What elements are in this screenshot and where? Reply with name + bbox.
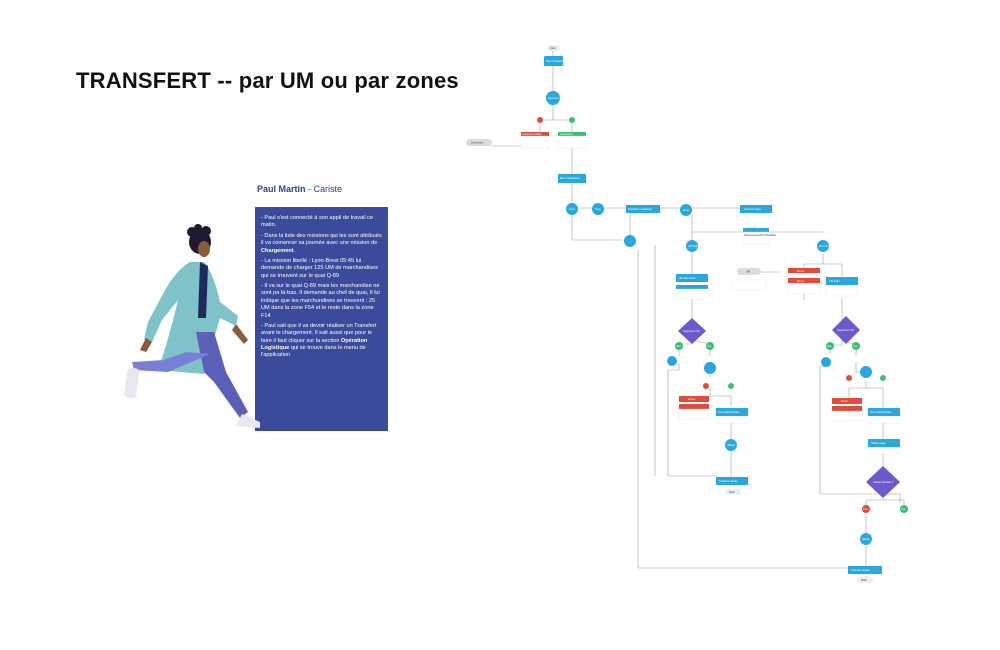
story-paragraph: - Paul sait que il va devoir réaliser un… <box>261 322 377 359</box>
flow-decision-label: Supprimer UM <box>837 328 854 332</box>
flow-node-label: Connexion failed <box>522 132 542 136</box>
flow-node-label: Valider page <box>871 441 886 445</box>
flow-node-label: Scan <box>569 207 575 211</box>
flow-decision-label: Supprimer UM <box>683 329 700 333</box>
flow-node-label: Valider <box>862 537 870 541</box>
flow-node-label: Connexion <box>560 132 573 136</box>
flow-node-label: Opération Logistique <box>628 207 652 211</box>
flow-node-label: Connexion <box>548 96 561 100</box>
flow-node-label: Non <box>863 507 868 511</box>
story-paragraph: - Dans la liste des missions qui les son… <box>261 232 382 254</box>
story-paragraph: - Paul s'est connecté à son appli de tra… <box>261 215 374 229</box>
flow-node-label: Oui <box>707 344 711 348</box>
flow-node-label: Oui <box>853 344 857 348</box>
flow-start-label: Start <box>550 46 556 50</box>
flow-node-label: UM Scan <box>688 244 699 248</box>
walking-person-illustration <box>124 224 260 428</box>
flow-node-label: UM Scan <box>829 279 840 283</box>
flow-pill-label: Connexion <box>471 141 484 145</box>
story-paragraph: - Il va sur le quai Q-89 mais les marcha… <box>261 283 380 319</box>
page-title: TRANSFERT -- par UM ou par zones <box>76 68 459 93</box>
flow-node-label: Zone sélectionnée <box>870 410 892 414</box>
flow-node-label: Erreur <box>797 269 804 273</box>
flow-node-label: Zone <box>683 208 689 212</box>
persona-sep: - <box>305 184 314 194</box>
flow-node-label: Erreur <box>841 399 848 403</box>
flow-node-label: Oui <box>901 507 905 511</box>
flow-node-label: Erreur <box>797 279 804 283</box>
flow-node-label: Zone Scan <box>819 244 832 248</box>
flow-end-label: Start <box>861 578 867 582</box>
flow-node-label: Erreur <box>688 397 695 401</box>
persona-header: Paul Martin - Cariste <box>257 184 342 194</box>
persona-name: Paul Martin <box>257 184 306 194</box>
flow-node-label: Identifier Zone <box>679 276 696 280</box>
persona-story-card: - Paul s'est connecté à son appli de tra… <box>255 207 388 431</box>
flow-shapes: Start Start Transaction Connexion Connex… <box>466 45 908 583</box>
story-paragraph: - La mission libellé : Lyon-Brest 05:45 … <box>261 257 378 279</box>
persona-role: Cariste <box>313 184 343 194</box>
flow-end-label: Start <box>729 490 735 494</box>
flow-node-label: Start Transaction <box>546 59 566 63</box>
flow-node-label: Zone sélectionnée <box>718 410 740 414</box>
flow-node-label: Non <box>676 344 681 348</box>
flow-pill-label: UM <box>746 270 750 274</box>
flow-node-label: Transfert page <box>744 207 761 211</box>
flow-node-label: Scan <box>595 207 601 211</box>
connector-lines <box>492 48 905 580</box>
flow-node-label: Transfert réalisé <box>719 479 738 483</box>
flow-node-label: Scanner les UM à transférer <box>744 233 777 237</box>
flow-node-label: Non <box>827 344 832 348</box>
flow-node-label: Valider <box>727 443 735 447</box>
flow-decision-label: Valider transfert ? <box>873 480 894 484</box>
flow-node-label: Transfert réalisé <box>851 568 870 572</box>
flow-node-label: Menu Opérations <box>560 176 581 180</box>
